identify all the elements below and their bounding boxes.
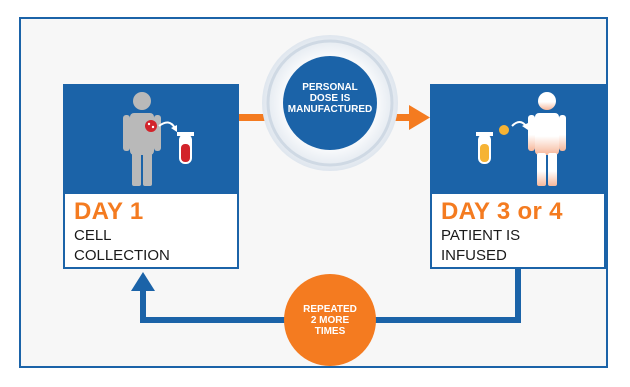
infusion-illustration [476,92,566,186]
repeat-line2: 2 MORE [310,315,350,326]
blood-cells-icon [145,120,157,132]
day3-card: DAY 3 or 4 PATIENT IS INFUSED [430,84,606,269]
repeat-label: REPEATED 2 MORE TIMES [290,304,370,337]
day3-description: PATIENT IS INFUSED [441,226,601,266]
day3-illustration-panel [432,86,604,194]
repeat-line3: TIMES [314,326,346,337]
center-circle [283,56,377,150]
repeat-line1: REPEATED [303,304,357,315]
day1-illustration-panel [65,86,237,194]
day1-description: CELL COLLECTION [74,226,234,266]
day3-label: DAY 3 or 4 [441,198,563,225]
product-tube-icon [476,132,493,164]
product-drop-icon [499,125,509,135]
manufacture-line2: DOSE IS [309,93,351,104]
loop-circle [284,274,376,366]
transfer-arrow-icon [158,121,176,129]
day1-desc-line1: CELL [74,227,112,244]
day3-desc-line2: INFUSED [441,247,507,264]
donor-person-icon [123,92,161,186]
day3-desc-line1: PATIENT IS [441,227,521,244]
day1-card: DAY 1 CELL COLLECTION [63,84,239,269]
loop-arrow-head [131,272,155,291]
day1-label: DAY 1 [74,198,144,225]
manufacture-line3: MANUFACTURED [287,104,373,115]
manufacture-line1: PERSONAL [302,82,358,93]
test-tube-icon [177,132,194,164]
manufacture-label: PERSONAL DOSE IS MANUFACTURED [283,82,377,115]
right-arrow-head [409,105,430,130]
left-connector [238,114,270,121]
day1-desc-line2: COLLECTION [74,247,170,264]
right-connector [390,114,412,121]
cell-collection-illustration [123,92,194,186]
center-ring-outline [266,39,394,167]
patient-person-icon [528,92,566,186]
